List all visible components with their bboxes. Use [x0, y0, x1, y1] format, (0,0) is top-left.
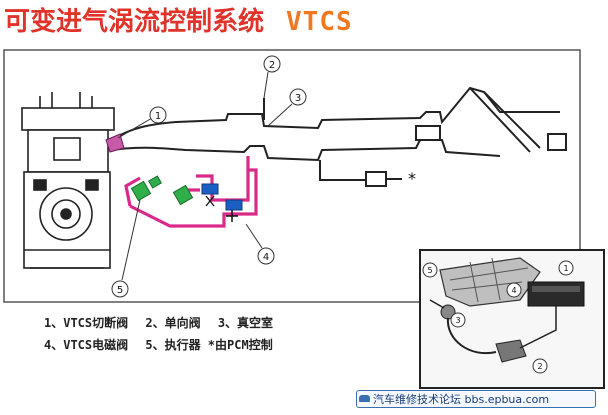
inset-actuator: [495, 339, 527, 363]
inset-callout-1: 1: [563, 264, 568, 273]
solenoid-wire: [226, 210, 238, 222]
diagram-border: [3, 49, 581, 303]
inset-callout-3: 3: [455, 316, 460, 325]
intake-tract: [111, 86, 567, 187]
callout-2: 2: [269, 60, 275, 71]
vtcs-solenoid: [201, 183, 243, 211]
page-title: 可变进气涡流控制系统 VTCS: [4, 4, 353, 40]
inset-callout-4: 4: [511, 286, 516, 295]
vtcs-diagram: * 1 2 3 4 5: [3, 49, 605, 389]
legend-item-2: 2、单向阀: [145, 316, 201, 330]
legend-item-5: 5、执行器 *由PCM控制: [145, 338, 273, 352]
inset-photo: 1 5 4 3 2: [419, 249, 605, 389]
inset-callout-5: 5: [427, 266, 432, 275]
legend-row-2: 4、VTCS电磁阀 5、执行器 *由PCM控制: [44, 334, 384, 356]
legend-item-4: 4、VTCS电磁阀: [44, 338, 129, 352]
callout-3: 3: [295, 93, 301, 104]
legend: 1、VTCS切断阀 2、单向阀 3、真空室 4、VTCS电磁阀 5、执行器 *由…: [44, 312, 384, 356]
shutter-valve: [105, 133, 125, 153]
callouts: [111, 55, 307, 298]
legend-row-1: 1、VTCS切断阀 2、单向阀 3、真空室: [44, 312, 384, 334]
callout-1: 1: [155, 111, 161, 122]
actuator-valves: [130, 175, 194, 206]
callout-5: 5: [117, 285, 123, 296]
engine-block: [21, 92, 115, 269]
title-chinese: 可变进气涡流控制系统: [4, 7, 265, 37]
legend-item-1: 1、VTCS切断阀: [44, 316, 129, 330]
inset-callout-2: 2: [537, 362, 542, 371]
callout-star: *: [408, 169, 416, 188]
legend-item-3: 3、真空室: [217, 316, 274, 330]
footer-text: 汽车维修技术论坛 bbs.epbua.com: [373, 393, 550, 406]
title-english: VTCS: [286, 7, 353, 37]
car-icon: [359, 395, 370, 402]
forum-footer[interactable]: 汽车维修技术论坛 bbs.epbua.com: [356, 390, 596, 408]
callout-4: 4: [263, 252, 269, 263]
inset-pcm: [527, 281, 585, 307]
